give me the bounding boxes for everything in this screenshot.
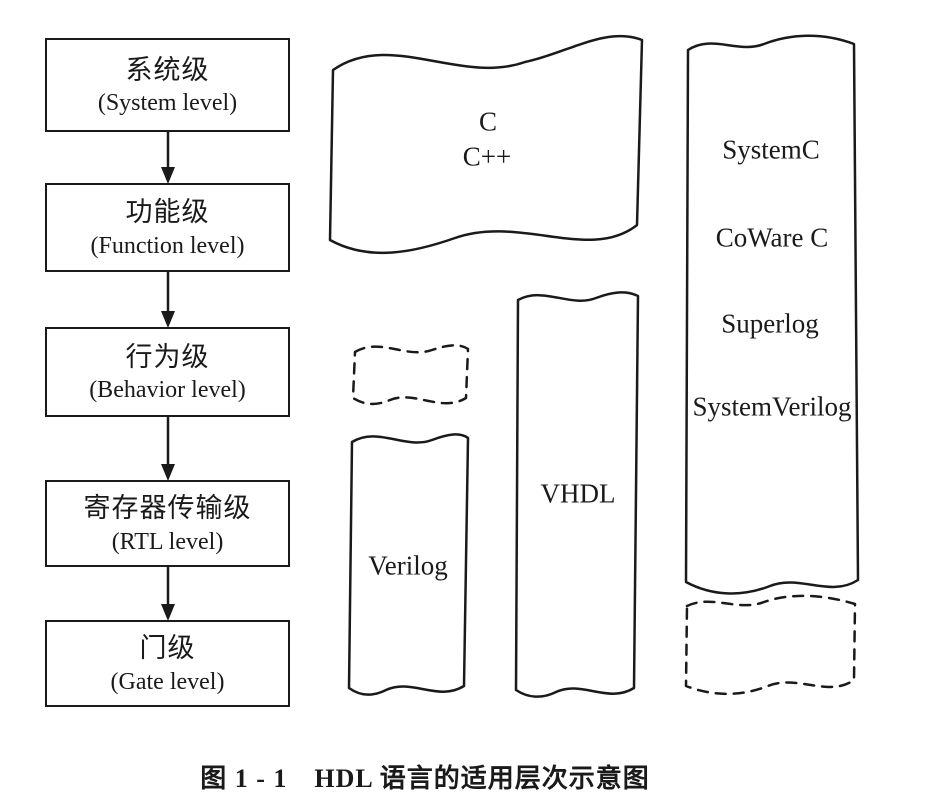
flow-arrowhead xyxy=(161,311,175,328)
flow-arrowhead xyxy=(161,604,175,621)
level-label-zh: 功能级 xyxy=(125,197,210,228)
level-label-zh: 行为级 xyxy=(125,341,210,372)
systemc-label: SystemC xyxy=(722,134,820,165)
level-label-en: (Behavior level) xyxy=(89,377,246,404)
systemverilog-label: SystemVerilog xyxy=(692,391,852,422)
level-box-behavior: 行为级 (Behavior level) xyxy=(45,327,290,417)
c-cpp-banner-shape xyxy=(328,34,644,255)
vhdl-banner-shape xyxy=(514,291,640,698)
flow-arrowhead xyxy=(161,167,175,184)
verilog-label: Verilog xyxy=(368,550,448,581)
level-label-zh: 门级 xyxy=(139,633,196,664)
level-box-function: 功能级 (Function level) xyxy=(45,183,290,272)
system-languages-dashed-stub-shape xyxy=(684,594,857,696)
cpp-label: C++ xyxy=(462,141,512,172)
verilog-dashed-stub-shape xyxy=(351,344,470,406)
level-box-rtl: 寄存器传输级 (RTL level) xyxy=(45,480,290,567)
level-label-zh: 系统级 xyxy=(125,54,210,85)
level-label-en: (RTL level) xyxy=(111,528,224,555)
verilog-banner-shape xyxy=(347,433,470,696)
flow-arrows xyxy=(161,130,175,621)
level-label-en: (Function level) xyxy=(90,232,245,259)
level-label-zh: 寄存器传输级 xyxy=(83,493,252,524)
level-box-system: 系统级 (System level) xyxy=(45,38,290,132)
c-label: C xyxy=(478,106,498,137)
coware-c-label: CoWare C xyxy=(715,222,829,253)
level-box-gate: 门级 (Gate level) xyxy=(45,620,290,707)
vhdl-label: VHDL xyxy=(540,478,616,509)
flow-arrowhead xyxy=(161,464,175,481)
superlog-label: Superlog xyxy=(721,308,819,339)
system-languages-banner-shape xyxy=(684,34,860,595)
level-label-en: (System level) xyxy=(97,90,238,117)
figure-caption: 图 1 - 1 HDL 语言的适用层次示意图 xyxy=(200,764,650,793)
level-label-en: (Gate level) xyxy=(110,668,225,695)
